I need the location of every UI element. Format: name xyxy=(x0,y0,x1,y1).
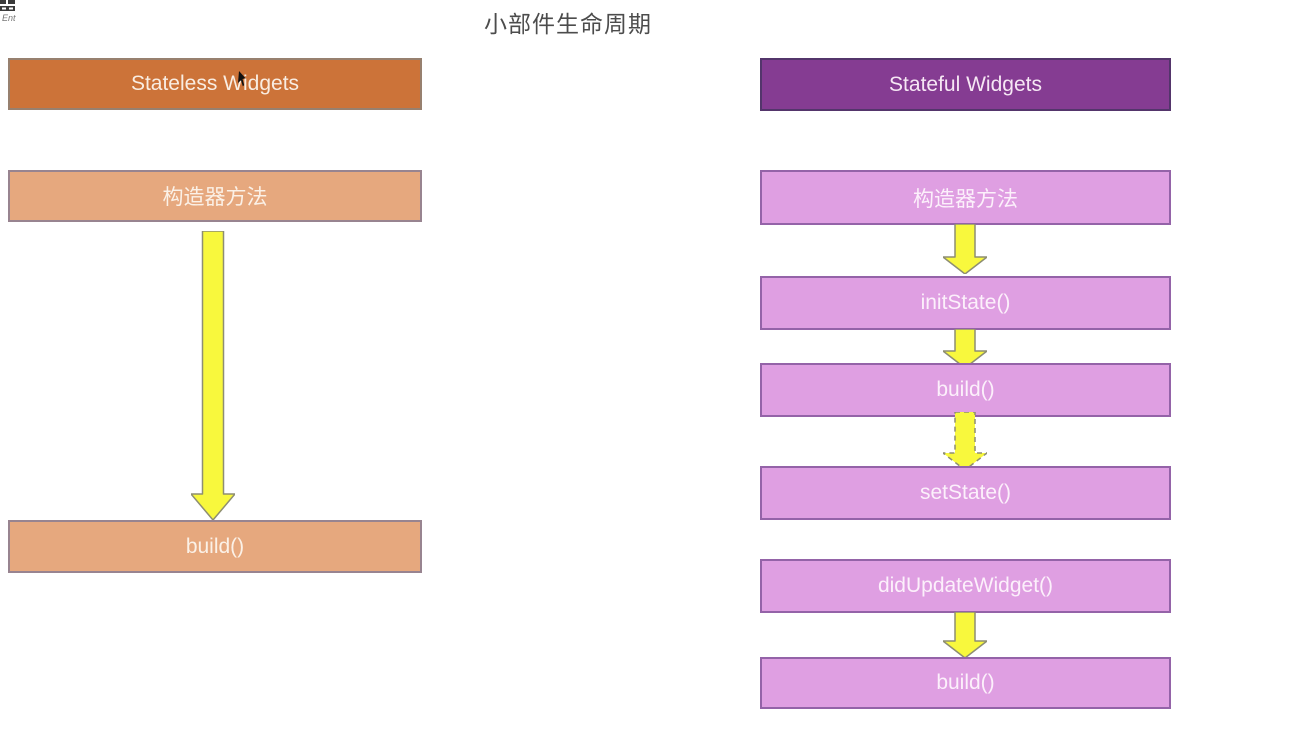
stateless-arrow-down-icon xyxy=(191,231,235,520)
stateful-box-initstate: initState() xyxy=(760,276,1171,330)
page-title: 小部件生命周期 xyxy=(484,11,652,37)
stateless-box-build: build() xyxy=(8,520,422,573)
watermark-text: Ent xyxy=(2,13,16,23)
stateless-header: Stateless Widgets xyxy=(8,58,422,110)
stateful-box-build-1: build() xyxy=(760,363,1171,417)
stateful-box-constructor: 构造器方法 xyxy=(760,170,1171,225)
stateful-arrow-3-icon xyxy=(943,612,987,658)
stateful-box-didupdatewidget: didUpdateWidget() xyxy=(760,559,1171,613)
stateful-arrow-dashed-icon xyxy=(943,412,987,470)
stateful-box-build-2: build() xyxy=(760,657,1171,709)
stateful-arrow-2-icon xyxy=(943,329,987,368)
watermark-glyph-icon xyxy=(0,0,15,11)
cursor-icon xyxy=(238,71,246,87)
stateless-box-constructor: 构造器方法 xyxy=(8,170,422,222)
watermark-logo: Ent xyxy=(0,0,30,28)
stateful-header: Stateful Widgets xyxy=(760,58,1171,111)
stateful-box-setstate: setState() xyxy=(760,466,1171,520)
stateful-arrow-1-icon xyxy=(943,224,987,274)
